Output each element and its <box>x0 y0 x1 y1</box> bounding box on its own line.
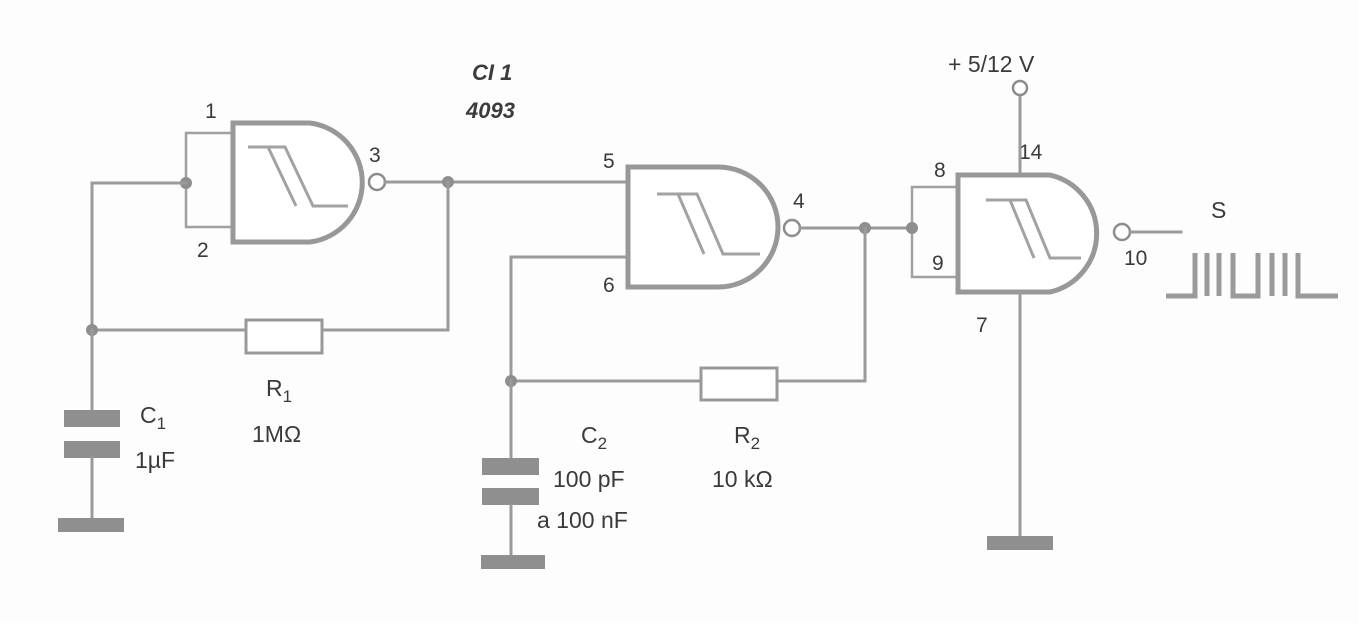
pin-6-label: 6 <box>603 274 615 297</box>
r1-value: 1MΩ <box>252 421 301 447</box>
c1-label: C1 <box>140 402 166 433</box>
wire-feedback-r1-right <box>320 180 450 332</box>
capacitor-c1-plate-bottom <box>64 441 120 458</box>
output-waveform-icon <box>1166 253 1338 299</box>
ground-symbol <box>58 518 124 532</box>
wire-c1-to-gate1 <box>90 181 188 332</box>
pin-8-label: 8 <box>934 159 946 182</box>
capacitor-c2-plate-bottom <box>482 488 539 505</box>
c1-value: 1µF <box>135 447 175 473</box>
gate-3-body <box>955 172 1100 295</box>
gate-1: 1 2 3 <box>180 100 387 262</box>
r2-subscript: 2 <box>751 434 760 453</box>
output-label: S <box>1211 197 1226 223</box>
r2-name: R <box>734 422 751 448</box>
c1-name: C <box>140 402 157 428</box>
pin-14-label: 14 <box>1019 141 1043 164</box>
gate-3: 8 9 10 14 7 <box>906 141 1147 337</box>
pin-2-label: 2 <box>197 239 209 262</box>
r2-label: R2 <box>734 422 760 453</box>
resistor-r1 <box>244 318 324 355</box>
wire-feedback-r2-right <box>774 226 867 383</box>
pin-10-label: 10 <box>1124 247 1147 270</box>
gate-1-hysteresis-icon <box>248 145 348 208</box>
pin-1-label: 1 <box>205 100 217 123</box>
gate-2-output-bubble <box>782 218 802 238</box>
gate-2-body <box>625 164 781 290</box>
ground-symbol <box>987 536 1053 550</box>
c2-subscript: 2 <box>598 434 607 453</box>
r2-value: 10 kΩ <box>712 466 773 492</box>
gate-1-output-bubble <box>367 172 387 192</box>
resistor-r2 <box>699 366 779 402</box>
r1-name: R <box>266 375 283 401</box>
gate-1-input-bridge <box>184 131 233 229</box>
capacitor-c2-plate-top <box>482 458 539 475</box>
pin-9-label: 9 <box>932 252 944 275</box>
junction-node <box>906 222 918 234</box>
pin-7-label: 7 <box>976 314 988 337</box>
gate-3-hysteresis-icon <box>986 198 1081 260</box>
gate-3-output-bubble <box>1112 222 1132 242</box>
r1-label: R1 <box>266 375 292 406</box>
pin-3-label: 3 <box>369 144 381 167</box>
c2-name: C <box>581 422 598 448</box>
gate-1-body <box>230 120 365 245</box>
c2-label: C2 <box>581 422 607 453</box>
ground-symbol <box>481 555 545 569</box>
r1-subscript: 1 <box>283 387 292 406</box>
capacitor-c1-plate-top <box>64 410 120 427</box>
supply-terminal <box>1011 79 1029 97</box>
pin-5-label: 5 <box>603 150 615 173</box>
c1-subscript: 1 <box>157 414 166 433</box>
pin-4-label: 4 <box>793 190 805 213</box>
wire-gate2-pin6 <box>509 255 630 383</box>
gate-2-hysteresis-icon <box>657 192 760 256</box>
ic-part-number: 4093 <box>465 98 515 123</box>
c2-value: 100 pF <box>553 466 625 492</box>
c2-value-range: a 100 nF <box>537 507 628 533</box>
supply-label: + 5/12 V <box>948 51 1035 77</box>
gate-2: 5 6 4 <box>603 150 805 297</box>
ic-label: CI 1 <box>472 60 512 85</box>
